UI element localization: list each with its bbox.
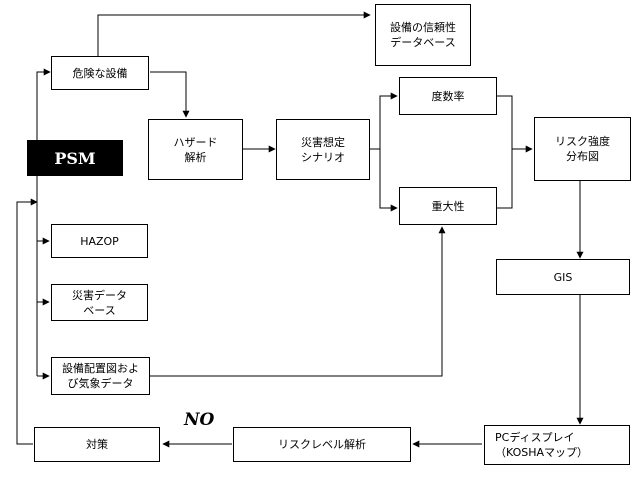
hazard-analysis-box: ハザード 解析 [148,119,243,180]
pc-display-line2: （KOSHAマップ） [495,446,589,459]
disaster-data-line1: 災害データ [72,288,127,302]
edge-psm-to-hazardous-equipment [36,68,51,140]
edge-label-no: NO [184,410,215,430]
risk-map-box: リスク強度 分布図 [534,117,631,181]
layout-weather-line2: び気象データ [67,377,134,390]
edge-to-severity [379,149,398,212]
hazard-analysis-line1: ハザード [173,135,218,149]
risk-map-line2: 分布図 [566,150,599,163]
hazop-box: HAZOP [51,224,148,258]
psm-node: PSM [27,140,123,176]
disaster-scenario-line1: 災害想定 [301,135,345,149]
hazop-label: HAZOP [80,234,119,248]
severity-box: 重大性 [399,187,497,225]
risk-level-box: リスクレベル解析 [233,427,411,462]
gis-label: GIS [553,270,573,284]
edge-to-database [97,11,371,62]
edge-layout-to-severity [150,226,446,377]
layout-weather-box: 設備配置図およ び気象データ [51,357,150,395]
frequency-box: 度数率 [399,77,497,115]
disaster-scenario-line2: シナリオ [301,150,345,164]
edge-feedback-to-psm [16,198,38,445]
pc-display-box: PCディスプレイ （KOSHAマップ） [484,425,630,465]
database-box: 設備の信頼性 データベース [375,4,471,66]
pc-display-line1: PCディスプレイ [495,431,575,444]
database-line2: データベース [390,36,456,49]
gis-box: GIS [496,259,630,295]
risk-map-line1: リスク強度 [555,135,610,148]
edge-to-frequency [379,92,398,149]
database-line1: 設備の信頼性 [390,21,456,34]
hazard-analysis-line2: 解析 [184,150,207,164]
risk-level-label: リスクレベル解析 [278,438,366,451]
severity-label: 重大性 [431,199,465,213]
edge-hazardous-to-hazard-analysis [150,71,190,118]
countermeasure-box: 対策 [34,427,160,462]
disaster-data-line2: ベース [83,303,116,317]
frequency-label: 度数率 [431,89,465,103]
hazardous-equipment-label: 危険な設備 [72,66,128,80]
disaster-data-box: 災害データ ベース [51,284,148,321]
disaster-scenario-box: 災害想定 シナリオ [276,119,370,180]
edge-frequency-merge [497,95,513,209]
countermeasure-label: 対策 [86,438,108,451]
hazardous-equipment-box: 危険な設備 [51,56,149,90]
layout-weather-line1: 設備配置図およ [62,362,139,375]
